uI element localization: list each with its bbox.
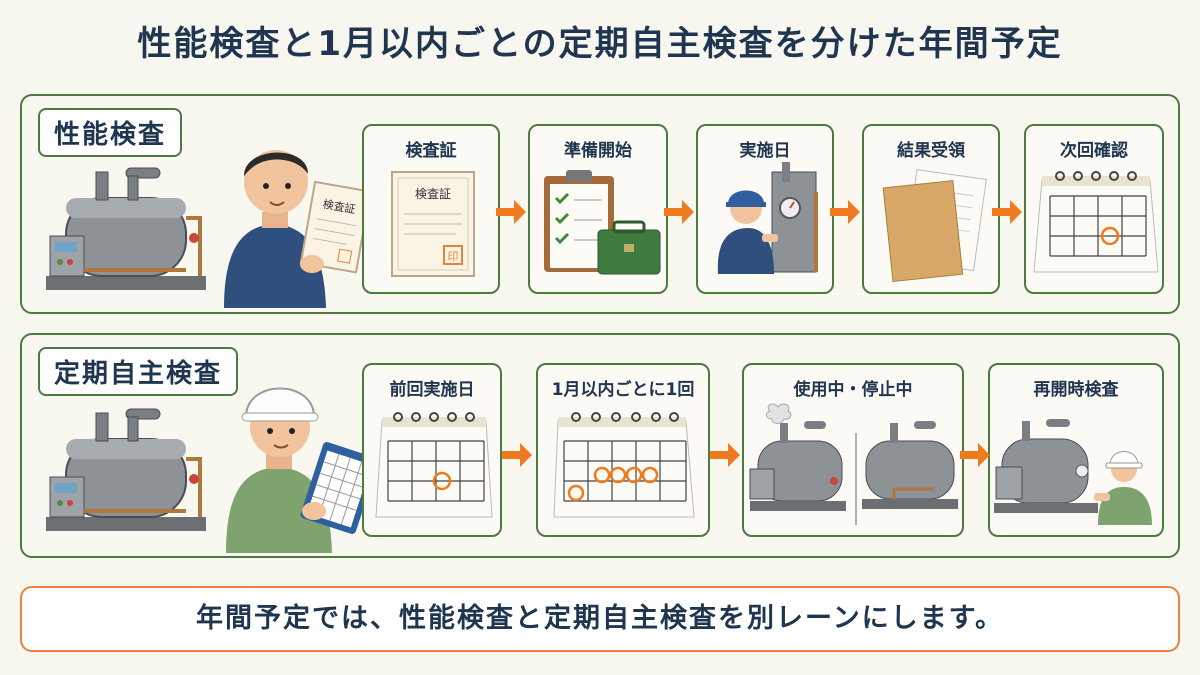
arrow-right-icon bbox=[960, 443, 990, 467]
step-monthly-once: 1月以内ごとに1回 bbox=[536, 363, 710, 537]
documents-icon bbox=[882, 169, 987, 283]
boilers-operating-stopped-icon bbox=[749, 403, 958, 525]
arrow-right-icon bbox=[496, 200, 526, 224]
svg-text:印: 印 bbox=[448, 250, 459, 263]
step-label: 次回確認 bbox=[1060, 141, 1128, 161]
arrow-right-icon bbox=[664, 200, 694, 224]
step-label: 再開時検査 bbox=[1033, 380, 1119, 400]
svg-text:検査証: 検査証 bbox=[415, 187, 451, 201]
step-previous-implementation-day: 前回実施日 bbox=[362, 363, 502, 537]
arrow-right-icon bbox=[502, 443, 532, 467]
step-preparation-start: 準備開始 bbox=[528, 124, 668, 294]
boiler-icon bbox=[46, 408, 206, 531]
worker-with-clipboard-icon bbox=[226, 387, 378, 553]
summary-note: 年間予定では、性能検査と定期自主検査を別レーンにします。 bbox=[20, 586, 1180, 652]
step-label: 検査証 bbox=[405, 141, 457, 161]
step-label: 前回実施日 bbox=[389, 380, 475, 400]
calendar-icon bbox=[375, 412, 493, 518]
arrow-right-icon bbox=[710, 443, 740, 467]
step-next-confirmation: 次回確認 bbox=[1024, 124, 1164, 294]
step-implementation-day: 実施日 bbox=[696, 124, 834, 294]
clipboard-toolbox-icon bbox=[544, 170, 661, 275]
step-label: 準備開始 bbox=[564, 141, 632, 161]
lane-label: 定期自主検査 bbox=[38, 347, 239, 396]
calendar-monthly-icon bbox=[553, 412, 695, 518]
step-label: 使用中・停止中 bbox=[793, 380, 913, 400]
boiler-icon bbox=[46, 167, 206, 290]
step-certificate: 検査証 検査証 印 bbox=[362, 124, 500, 294]
worker-with-certificate-icon: 検査証 bbox=[224, 150, 372, 308]
step-result-receipt: 結果受領 bbox=[862, 124, 1000, 294]
page-title: 性能検査と1月以内ごとの定期自主検査を分けた年間予定 bbox=[137, 24, 1063, 64]
arrow-right-icon bbox=[830, 200, 860, 224]
arrow-right-icon bbox=[992, 200, 1022, 224]
step-in-use-stopped: 使用中・停止中 bbox=[742, 363, 964, 537]
lane-label: 性能検査 bbox=[38, 108, 183, 157]
worker-inspecting-icon bbox=[717, 162, 818, 274]
step-label: 実施日 bbox=[739, 141, 791, 161]
doc-in-hand-text: 検査証 bbox=[322, 197, 357, 217]
step-label: 1月以内ごとに1回 bbox=[551, 380, 695, 400]
calendar-icon bbox=[1033, 171, 1159, 273]
step-restart-inspection: 再開時検査 bbox=[988, 363, 1164, 537]
step-label: 結果受領 bbox=[897, 141, 965, 161]
boiler-inspection-icon bbox=[994, 419, 1152, 525]
lane-performance-inspection: 性能検査 検査証 検査証 bbox=[20, 94, 1180, 314]
certificate-icon: 検査証 印 bbox=[391, 171, 475, 277]
lane-periodic-self-inspection: 定期自主検査 bbox=[20, 333, 1180, 558]
